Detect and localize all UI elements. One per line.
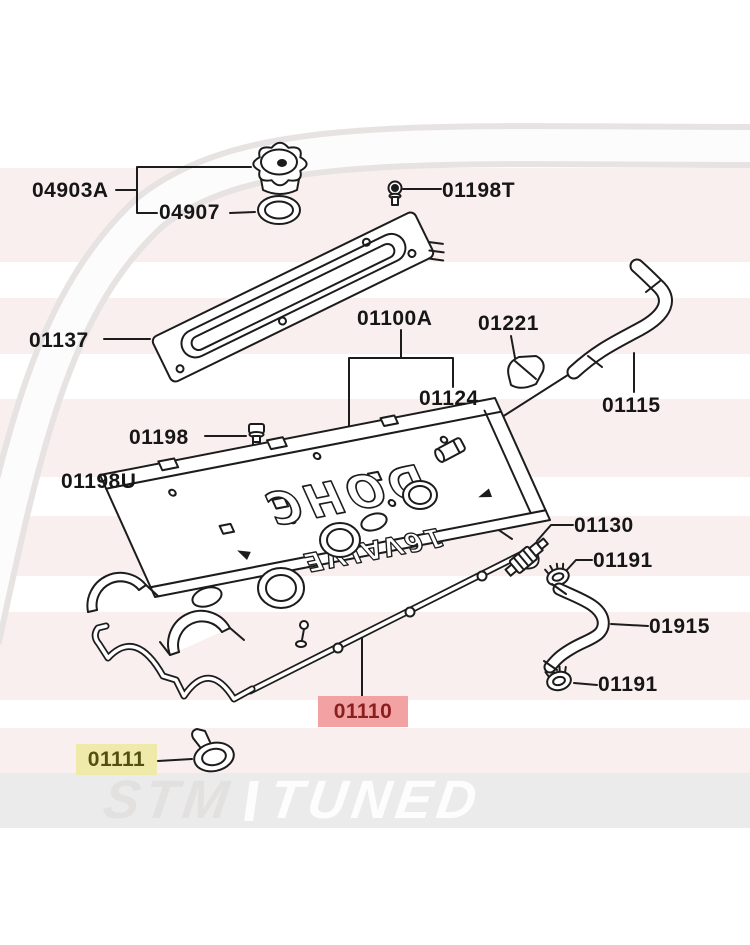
part-label-01124: 01124 — [419, 387, 479, 410]
watermark-band: STM TUNED — [0, 770, 750, 830]
oil-cap-drawing — [252, 141, 308, 195]
bolt-01198t-drawing — [387, 180, 403, 206]
part-label-01191-upper: 01191 — [593, 549, 653, 572]
part-label-04907: 04907 — [159, 201, 220, 224]
part-label-01130: 01130 — [574, 514, 634, 537]
part-label-01221: 01221 — [478, 312, 539, 335]
clamp-01191-lower-drawing — [544, 665, 572, 692]
part-label-01915: 01915 — [649, 615, 710, 638]
part-label-01115: 01115 — [602, 394, 661, 417]
swoosh-watermark — [0, 123, 750, 645]
clamp-01191-upper-drawing — [544, 562, 570, 587]
cap-oring-drawing — [257, 195, 301, 225]
part-label-01137: 01137 — [29, 329, 89, 352]
spark-plug-cover-drawing — [151, 211, 445, 383]
part-label-01100a: 01100A — [357, 307, 433, 330]
round-gasket-drawing — [191, 728, 235, 773]
part-label-01198u: 01198U — [61, 470, 137, 493]
part-label-01111-highlighted[interactable]: 01111 — [76, 744, 157, 775]
hose-01115-drawing — [566, 258, 673, 380]
valve-cover-drawing: DOHC 16VALVE — [86, 397, 551, 656]
part-label-01198: 01198 — [129, 426, 189, 449]
part-label-01198t: 01198T — [442, 179, 516, 202]
fitting-01124-drawing — [434, 437, 466, 463]
part-label-01110-highlighted[interactable]: 01110 — [318, 696, 408, 727]
part-label-04903a: 04903A — [32, 179, 109, 202]
part-label-01191-lower: 01191 — [598, 673, 658, 696]
clip-01221-drawing — [507, 355, 545, 389]
hose-01915-drawing — [543, 582, 610, 674]
pcv-valve-drawing — [504, 537, 549, 577]
